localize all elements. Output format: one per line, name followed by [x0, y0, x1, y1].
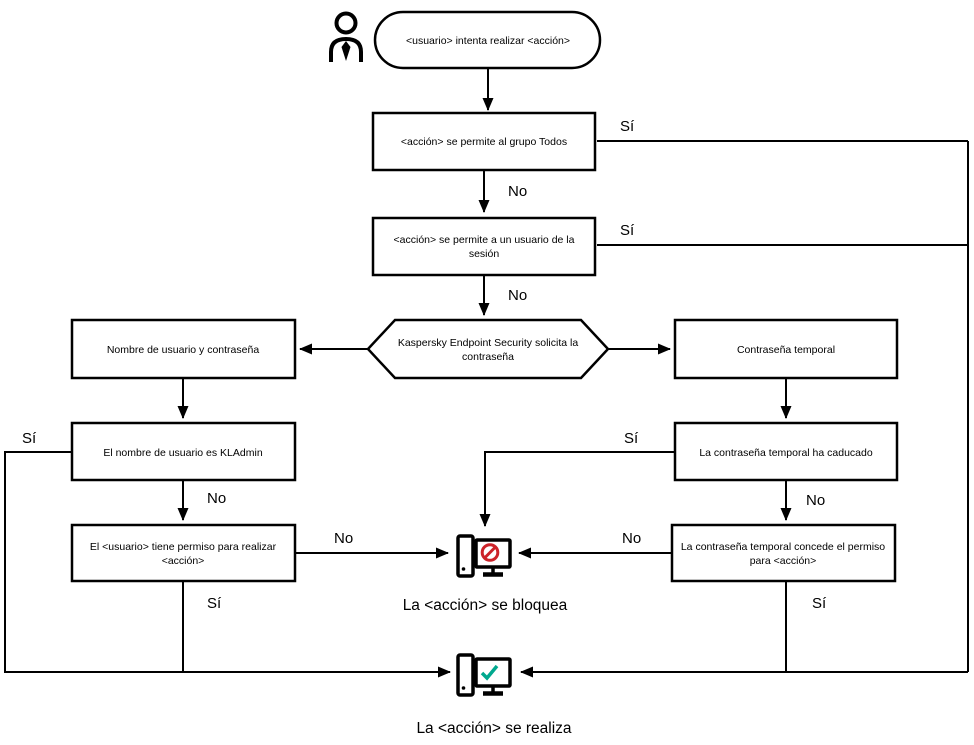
- label-yes-allow-session: Sí: [620, 222, 635, 239]
- node-kes-prompt-text2: contraseña: [462, 351, 514, 363]
- label-no-kladmin: No: [207, 490, 226, 507]
- label-yes-grant: Sí: [812, 595, 827, 612]
- performed-caption: La <acción> se realiza: [416, 720, 571, 737]
- node-allow-session-text2: sesión: [469, 248, 500, 260]
- node-start: <usuario> intenta realizar <acción>: [373, 10, 602, 70]
- node-user-perm-text2: <acción>: [162, 555, 205, 567]
- label-yes-allow-all: Sí: [620, 118, 635, 135]
- node-start-text: <usuario> intenta realizar <acción>: [406, 35, 570, 47]
- blocked-computer-icon: [456, 534, 512, 578]
- prohibition-icon: [480, 543, 500, 562]
- user-icon: [329, 11, 363, 62]
- blocked-caption: La <acción> se bloquea: [403, 597, 568, 614]
- label-yes-expired: Sí: [624, 430, 639, 447]
- node-user-perm-text1: El <usuario> tiene permiso para realizar: [90, 541, 277, 553]
- node-user-pass: Nombre de usuario y contraseña: [70, 318, 297, 380]
- node-allow-session-text1: <acción> se permite a un usuario de la: [394, 234, 575, 246]
- label-no-expired: No: [806, 492, 825, 509]
- node-user-pass-text: Nombre de usuario y contraseña: [107, 344, 259, 356]
- node-user-perm: El <usuario> tiene permiso para realizar…: [70, 523, 297, 583]
- node-kladmin: El nombre de usuario es KLAdmin: [70, 421, 297, 482]
- performed-computer-icon: [456, 653, 512, 697]
- node-temp-grant: La contraseña temporal concede el permis…: [670, 523, 897, 583]
- label-no-allow-session: No: [508, 287, 527, 304]
- node-kes-prompt: Kaspersky Endpoint Security solicita la …: [366, 318, 610, 380]
- connectors: [4, 68, 969, 678]
- node-temp-pass-text: Contraseña temporal: [737, 344, 835, 356]
- label-yes-kladmin: Sí: [22, 430, 37, 447]
- node-temp-expired: La contraseña temporal ha caducado: [673, 421, 899, 482]
- edge-kladmin-yes: [4, 451, 451, 678]
- label-no-userperm: No: [334, 530, 353, 547]
- node-temp-pass: Contraseña temporal: [673, 318, 899, 380]
- label-yes-userperm: Sí: [207, 595, 222, 612]
- edge-labels: Sí No Sí No Sí No No Sí Sí No No Sí: [22, 118, 827, 612]
- node-temp-grant-text1: La contraseña temporal concede el permis…: [681, 541, 885, 553]
- node-kladmin-text: El nombre de usuario es KLAdmin: [103, 447, 262, 459]
- node-kes-prompt-text1: Kaspersky Endpoint Security solicita la: [398, 337, 578, 349]
- checkmark-icon: [480, 664, 499, 681]
- edge-expired-yes: [479, 451, 675, 527]
- node-temp-expired-text: La contraseña temporal ha caducado: [699, 447, 873, 459]
- node-temp-grant-text2: para <acción>: [750, 555, 817, 567]
- node-allow-all-text: <acción> se permite al grupo Todos: [401, 136, 567, 148]
- label-no-grant: No: [622, 530, 641, 547]
- node-allow-all: <acción> se permite al grupo Todos: [371, 111, 597, 172]
- node-allow-session: <acción> se permite a un usuario de la s…: [371, 216, 597, 277]
- label-no-allow-all: No: [508, 183, 527, 200]
